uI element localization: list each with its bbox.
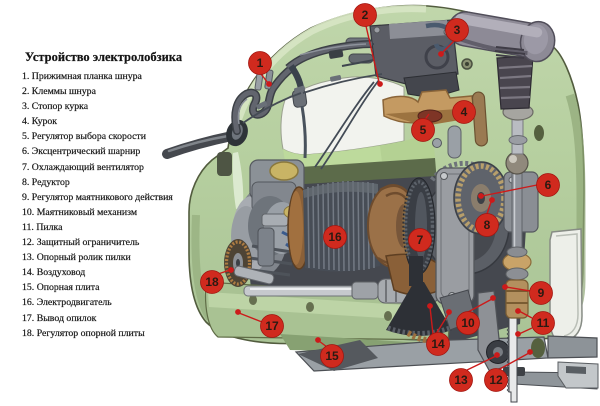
svg-text:10: 10 <box>461 316 475 330</box>
svg-text:13: 13 <box>454 373 468 387</box>
svg-text:15: 15 <box>325 349 339 363</box>
svg-text:18: 18 <box>205 275 219 289</box>
svg-text:12: 12 <box>489 373 503 387</box>
svg-text:6: 6 <box>545 178 552 192</box>
svg-text:2: 2 <box>362 8 369 22</box>
svg-text:9: 9 <box>538 286 545 300</box>
svg-text:4: 4 <box>461 105 468 119</box>
svg-text:11: 11 <box>537 316 550 330</box>
svg-text:3: 3 <box>454 23 461 37</box>
svg-text:17: 17 <box>265 319 279 333</box>
svg-text:8: 8 <box>484 218 491 232</box>
svg-text:7: 7 <box>417 233 424 247</box>
svg-text:1: 1 <box>257 56 264 70</box>
svg-text:14: 14 <box>431 337 445 351</box>
svg-text:5: 5 <box>420 123 427 137</box>
svg-text:16: 16 <box>328 230 342 244</box>
